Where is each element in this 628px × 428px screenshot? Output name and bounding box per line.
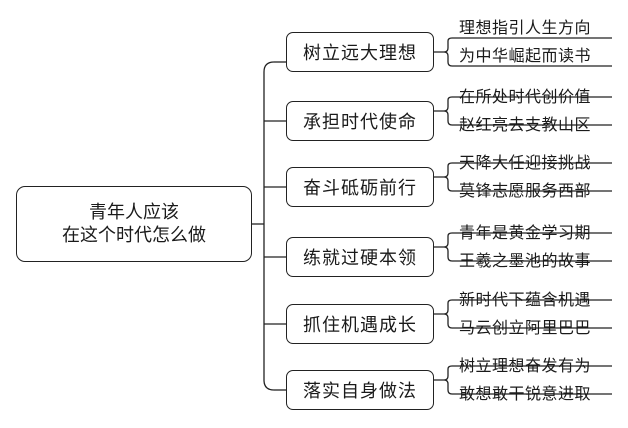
bracket-6 (434, 365, 612, 395)
branch-node-1: 树立远大理想 (286, 32, 434, 72)
leaf-2-2: 赵红亮去支教山区 (458, 115, 591, 134)
bracket-4 (434, 232, 612, 262)
leaf-1-1: 理想指引人生方向 (458, 18, 591, 37)
leaf-5-1: 新时代下蕴含机遇 (458, 290, 591, 309)
leaf-3-2: 莫锋志愿服务西部 (458, 181, 591, 200)
leaf-4-1: 青年是黄金学习期 (458, 223, 591, 242)
main-spine (263, 61, 275, 391)
root-line-2: 在这个时代怎么做 (62, 225, 206, 246)
branch-node-4: 练就过硬本领 (286, 237, 434, 277)
bracket-5 (434, 299, 612, 329)
bracket-3 (434, 162, 612, 192)
bracket-1 (434, 37, 612, 67)
leaf-6-2: 敢想敢干锐意进取 (458, 384, 591, 403)
leaf-3-1: 天降大任迎接挑战 (458, 153, 591, 172)
leaf-2-1: 在所处时代创价值 (458, 87, 591, 106)
leaf-6-1: 树立理想奋发有为 (458, 356, 591, 375)
leaf-4-2: 王羲之墨池的故事 (458, 251, 591, 270)
leaf-5-2: 马云创立阿里巴巴 (458, 318, 591, 337)
branch-node-2: 承担时代使命 (286, 101, 434, 141)
leaf-1-2: 为中华崛起而读书 (458, 46, 591, 65)
branch-node-5: 抓住机遇成长 (286, 304, 434, 344)
root-node: 青年人应该 在这个时代怎么做 (16, 186, 252, 262)
branch-node-6: 落实自身做法 (286, 370, 434, 410)
bracket-2 (434, 96, 612, 126)
root-line-1: 青年人应该 (89, 202, 179, 223)
branch-node-3: 奋斗砥砺前行 (286, 167, 434, 207)
